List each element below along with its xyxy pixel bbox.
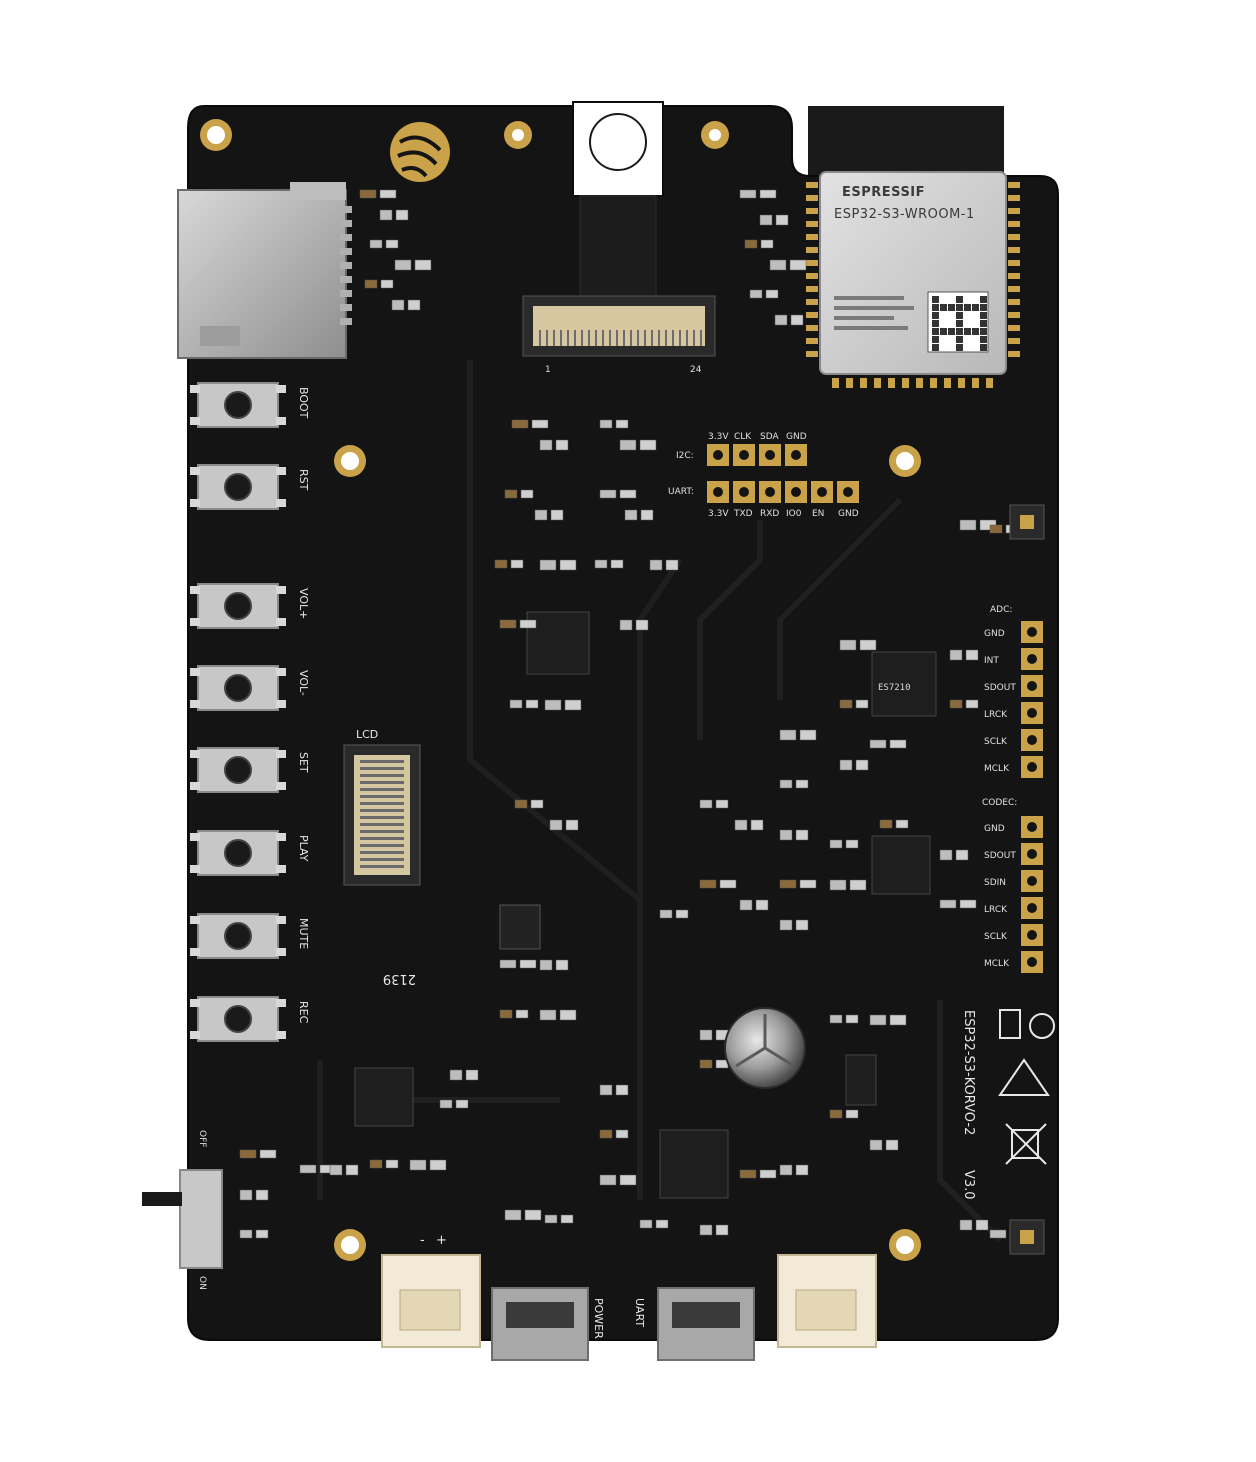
pin-label: LRCK	[984, 710, 1008, 720]
pin-label: EN	[812, 509, 824, 519]
speaker-connector	[777, 1254, 877, 1348]
i2c-header: I2C: 3.3V CLK SDA GND	[676, 432, 807, 466]
integrated-circuits: ES7210	[354, 611, 937, 1199]
button-label: BOOT	[297, 387, 310, 419]
button-label: REC	[297, 1001, 310, 1024]
battery-minus-label: -	[420, 1233, 425, 1248]
usb-power-connector: POWER	[491, 1287, 605, 1361]
switch-on-label: ON	[197, 1276, 207, 1290]
button-label: RST	[297, 469, 310, 491]
pin-label: SDOUT	[984, 683, 1016, 693]
button-vol[interactable]: VOL+	[190, 583, 310, 629]
board-name-label: ESP32-S3-KORVO-2	[961, 1010, 976, 1135]
adc-label: ADC:	[990, 605, 1012, 615]
sd-card-slot	[177, 182, 352, 359]
espressif-logo-icon	[390, 122, 450, 182]
pin-label: CLK	[734, 432, 752, 442]
switch-off-label: OFF	[197, 1130, 207, 1147]
module-name-label: ESP32-S3-WROOM-1	[834, 207, 975, 222]
microphones	[1009, 504, 1045, 1255]
antenna-area	[808, 106, 1004, 176]
electrolytic-capacitor	[724, 1007, 806, 1089]
button-label: VOL-	[297, 670, 310, 696]
pcb-board	[187, 105, 1059, 1341]
usb-uart-connector: UART	[633, 1287, 755, 1361]
pin-label: MCLK	[984, 959, 1010, 969]
esp32-s3-wroom-module: ESPRESSIF ESP32-S3-WROOM-1	[806, 171, 1020, 388]
date-code-label: 2139	[383, 971, 416, 986]
board-markings: ESP32-S3-KORVO-2 V3.0 2139	[383, 971, 1055, 1200]
uart-header: UART: 3.3V TXD RXD IO0 EN GND	[668, 481, 859, 519]
pin-label: TXD	[733, 509, 753, 519]
pin-label: GND	[786, 432, 807, 442]
board-version-label: V3.0	[961, 1170, 976, 1200]
mounting-holes	[200, 119, 921, 1261]
tactile-buttons: BOOT RST VOL+ VOL- SET PLAY MUTE REC	[190, 382, 310, 1042]
button-boot[interactable]: BOOT	[190, 382, 310, 428]
adc-header: ADC: GND INT SDOUT LRCK SCLK MCLK	[984, 605, 1043, 778]
pin-label: RXD	[760, 509, 779, 519]
pin-label: LRCK	[984, 905, 1008, 915]
pin-label: GND	[984, 629, 1005, 639]
button-mute[interactable]: MUTE	[190, 913, 310, 959]
lcd-connector: LCD	[343, 728, 421, 886]
svg-text:ES7210: ES7210	[878, 683, 911, 693]
camera-module	[572, 101, 664, 297]
button-label: VOL+	[297, 588, 310, 619]
pin-label: IO0	[786, 509, 802, 519]
certification-icon	[1029, 1013, 1055, 1039]
esd-warning-icon	[998, 1058, 1050, 1096]
button-label: SET	[297, 752, 310, 773]
button-vol[interactable]: VOL-	[190, 665, 310, 711]
button-rst[interactable]: RST	[190, 464, 310, 510]
svg-text:24: 24	[690, 365, 702, 375]
codec-label: CODEC:	[982, 798, 1017, 808]
battery-connector: - +	[381, 1233, 481, 1348]
pin-label: GND	[838, 509, 859, 519]
pin-label: GND	[984, 824, 1005, 834]
camera-fpc-connector: 1 24	[522, 295, 716, 375]
uart-usb-label: UART	[633, 1298, 646, 1327]
uart-header-label: UART:	[668, 487, 694, 497]
codec-header: CODEC: GND SDOUT SDIN LRCK SCLK MCLK	[982, 798, 1043, 973]
button-label: PLAY	[297, 835, 310, 862]
svg-text:1: 1	[545, 365, 551, 375]
module-brand-label: ESPRESSIF	[842, 185, 925, 200]
pin-label: 3.3V	[708, 509, 729, 519]
pin-label: SDIN	[984, 878, 1006, 888]
pin-label: SDA	[760, 432, 779, 442]
pin-label: SDOUT	[984, 851, 1016, 861]
button-label: MUTE	[297, 918, 310, 949]
power-switch: OFF ON	[142, 1130, 223, 1290]
weee-bin-icon	[1005, 1123, 1047, 1165]
power-label: POWER	[592, 1298, 605, 1339]
pin-label: INT	[984, 656, 999, 666]
battery-plus-label: +	[436, 1233, 447, 1248]
pin-label: SCLK	[984, 932, 1008, 942]
button-play[interactable]: PLAY	[190, 830, 310, 876]
pin-label: MCLK	[984, 764, 1010, 774]
i2c-label: I2C:	[676, 451, 694, 461]
pin-label: SCLK	[984, 737, 1008, 747]
button-set[interactable]: SET	[190, 747, 310, 793]
pin-label: 3.3V	[708, 432, 729, 442]
lcd-label: LCD	[356, 728, 378, 741]
button-rec[interactable]: REC	[190, 996, 310, 1042]
